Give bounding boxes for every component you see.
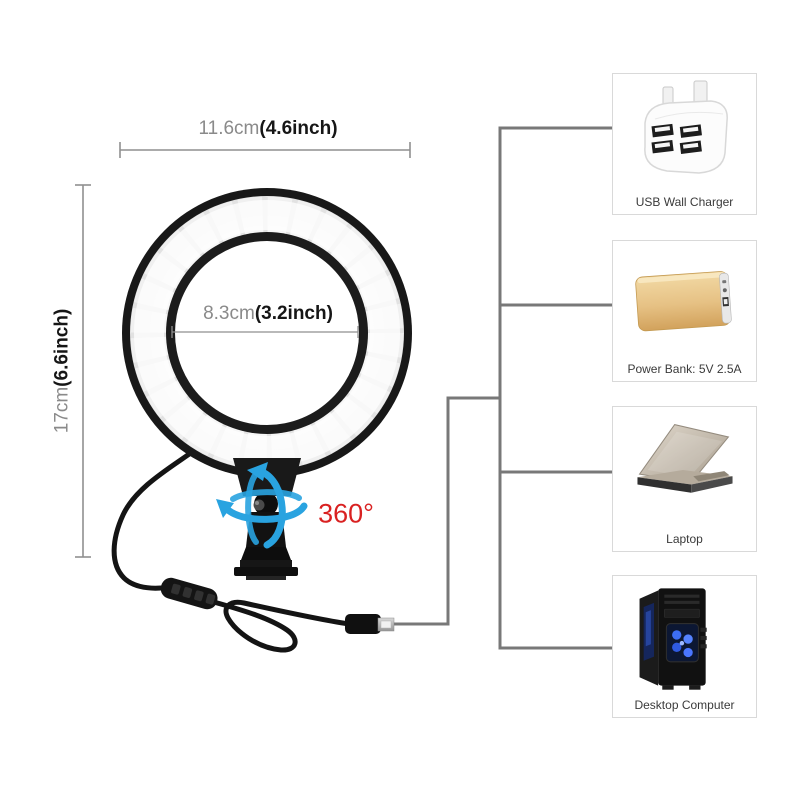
rotation-arrowheads xyxy=(216,462,268,518)
inner-diameter-inch: (3.2inch) xyxy=(254,303,333,324)
power-source-box-desktop-computer: Desktop Computer xyxy=(612,575,757,718)
laptop-icon xyxy=(613,409,756,529)
connector-tree xyxy=(392,126,612,650)
power-cable xyxy=(111,447,352,653)
height-inch: (6.6inch) xyxy=(51,308,73,387)
height-cm: 17cm xyxy=(51,386,73,434)
outer-diameter-cm: 11.6cm xyxy=(198,118,260,139)
power-source-box-usb-wall-charger: USB Wall Charger xyxy=(612,73,757,215)
inline-switch xyxy=(160,577,218,610)
source-label: Laptop xyxy=(666,532,703,546)
inner-diameter-label: 8.3cm(3.2inch) xyxy=(203,304,333,323)
power-source-box-power-bank: Power Bank: 5V 2.5A xyxy=(612,240,757,382)
outer-diameter-inch: (4.6inch) xyxy=(259,118,338,139)
desktop-computer-icon xyxy=(613,578,756,695)
height-label: 17cm(6.6inch) xyxy=(51,308,73,434)
inner-diameter-cm: 8.3cm xyxy=(203,303,255,324)
ring-light xyxy=(122,188,412,478)
outer-diameter-dimension-line xyxy=(119,142,411,158)
source-label: Power Bank: 5V 2.5A xyxy=(627,362,742,376)
usb-plug xyxy=(345,614,395,634)
power-bank-icon xyxy=(613,243,756,359)
outer-diameter-label: 11.6cm(4.6inch) xyxy=(198,119,337,138)
vertical-rotation-arrow xyxy=(258,468,286,549)
source-label: Desktop Computer xyxy=(634,698,735,712)
rotation-360-label: 360° xyxy=(318,498,374,529)
height-dimension-line xyxy=(75,184,91,558)
usb-wall-charger-icon xyxy=(613,76,756,192)
rotation-arrows xyxy=(222,468,308,549)
power-source-box-laptop: Laptop xyxy=(612,406,757,552)
inner-diameter-dimension-line xyxy=(171,326,359,338)
source-label: USB Wall Charger xyxy=(635,195,734,209)
horizontal-rotation-arrow xyxy=(222,502,308,523)
